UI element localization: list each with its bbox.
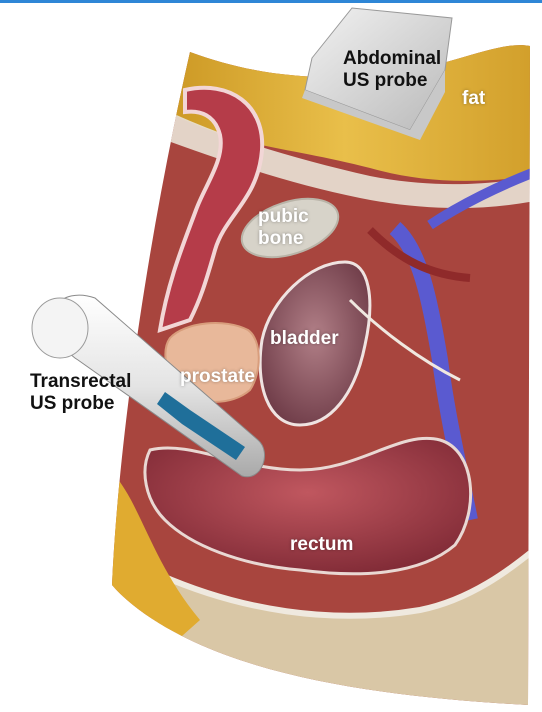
label-prostate: prostate [180,366,255,388]
label-abdominal-probe: Abdominal US probe [343,48,441,92]
label-fat: fat [462,88,485,110]
label-pubic-bone: pubic bone [258,206,309,250]
label-rectum: rectum [290,534,353,556]
label-bladder: bladder [270,328,339,350]
label-transrectal-probe: Transrectal US probe [30,371,131,415]
